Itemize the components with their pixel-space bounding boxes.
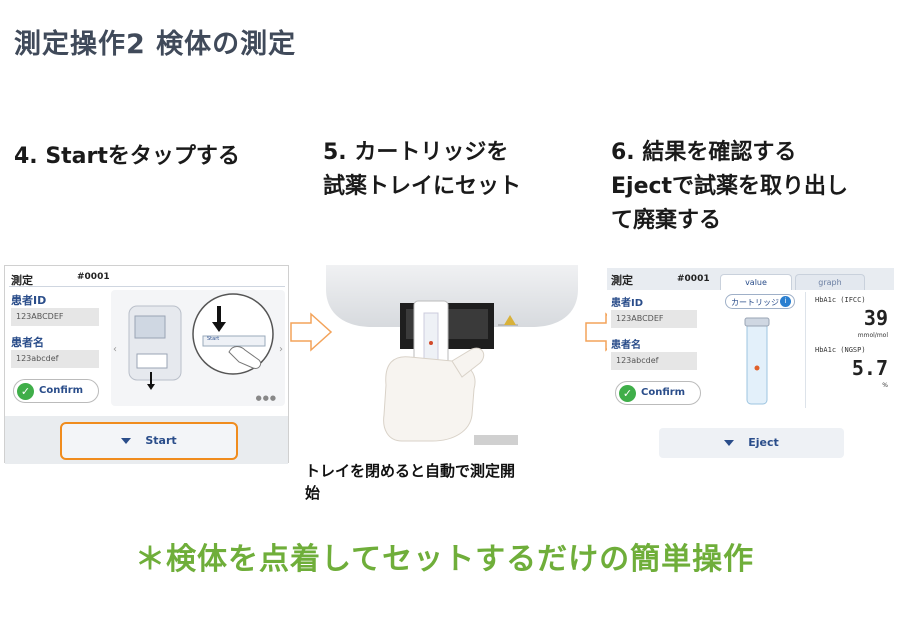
chevron-left-icon[interactable]: ‹ <box>113 344 117 355</box>
step-4-label: 4. Startをタップする <box>14 144 240 169</box>
triangle-down-icon <box>121 438 132 444</box>
confirm-button[interactable]: ✓ Confirm <box>13 379 99 403</box>
step-6-label: 6. 結果を確認する Ejectで試薬を取り出し て廃棄する <box>611 140 849 233</box>
tray-caption: トレイを閉めると自動で測定開 始 <box>305 462 516 502</box>
hba1c-ngsp-unit: % <box>882 382 888 389</box>
triangle-down-icon <box>724 440 735 446</box>
patient-id-label: 患者ID <box>11 294 47 307</box>
hba1c-ifcc-unit: mmol/mol <box>857 332 888 339</box>
check-icon: ✓ <box>17 383 34 400</box>
patient-name-field[interactable]: 123abcdef <box>11 350 99 368</box>
cartridge-panel: カートリッジ i <box>707 292 806 408</box>
slide-title: 測定操作2 検体の測定 <box>14 29 297 60</box>
patient-id-label: 患者ID <box>611 298 644 309</box>
info-icon: i <box>780 296 791 307</box>
sample-number: #0001 <box>77 272 110 282</box>
tab-graph[interactable]: graph <box>795 274 865 290</box>
mini-start-label: Start <box>207 336 220 342</box>
tab-value[interactable]: value <box>720 274 792 290</box>
eject-button[interactable]: Eject <box>659 428 844 458</box>
page-dots: ●●● <box>255 394 277 402</box>
patient-name-label: 患者名 <box>11 336 44 349</box>
hba1c-ngsp-value: 5.7 <box>851 356 888 380</box>
hba1c-ifcc-label: HbA1c (IFCC) <box>815 296 866 304</box>
cartridge-status-button[interactable]: カートリッジ i <box>725 294 795 309</box>
step-5-label: 5. カートリッジを 試薬トレイにセット <box>323 140 522 199</box>
patient-id-field[interactable]: 123ABCDEF <box>611 310 697 328</box>
start-button[interactable]: Start <box>60 422 238 460</box>
result-screen: 測定 #0001 value graph 患者ID 123ABCDEF 患者名 … <box>607 268 894 464</box>
header-divider <box>9 286 285 287</box>
screen-header: 測定 <box>611 274 633 287</box>
patient-id-field[interactable]: 123ABCDEF <box>11 308 99 326</box>
check-icon: ✓ <box>619 385 636 402</box>
hba1c-ifcc-value: 39 <box>863 306 888 330</box>
chevron-right-icon[interactable]: › <box>279 344 283 355</box>
instruction-illustration: ‹ › Start ●●● <box>111 290 285 406</box>
start-screen: 測定 #0001 患者ID 123ABCDEF 患者名 123abcdef ✓ … <box>4 265 289 464</box>
cartridge-icon <box>744 317 770 405</box>
patient-name-label: 患者名 <box>611 340 641 351</box>
hba1c-ngsp-label: HbA1c (NGSP) <box>815 346 866 354</box>
sample-number: #0001 <box>677 274 710 284</box>
footer-tagline: ＊検体を点着してセットするだけの簡単操作 <box>135 542 755 577</box>
cartridge-insertion-photo <box>326 265 578 445</box>
confirm-button[interactable]: ✓ Confirm <box>615 381 701 405</box>
arrow-right-icon <box>290 312 333 352</box>
patient-name-field[interactable]: 123abcdef <box>611 352 697 370</box>
analyzer-device-icon <box>128 293 274 390</box>
screen-header: 測定 <box>11 274 33 287</box>
